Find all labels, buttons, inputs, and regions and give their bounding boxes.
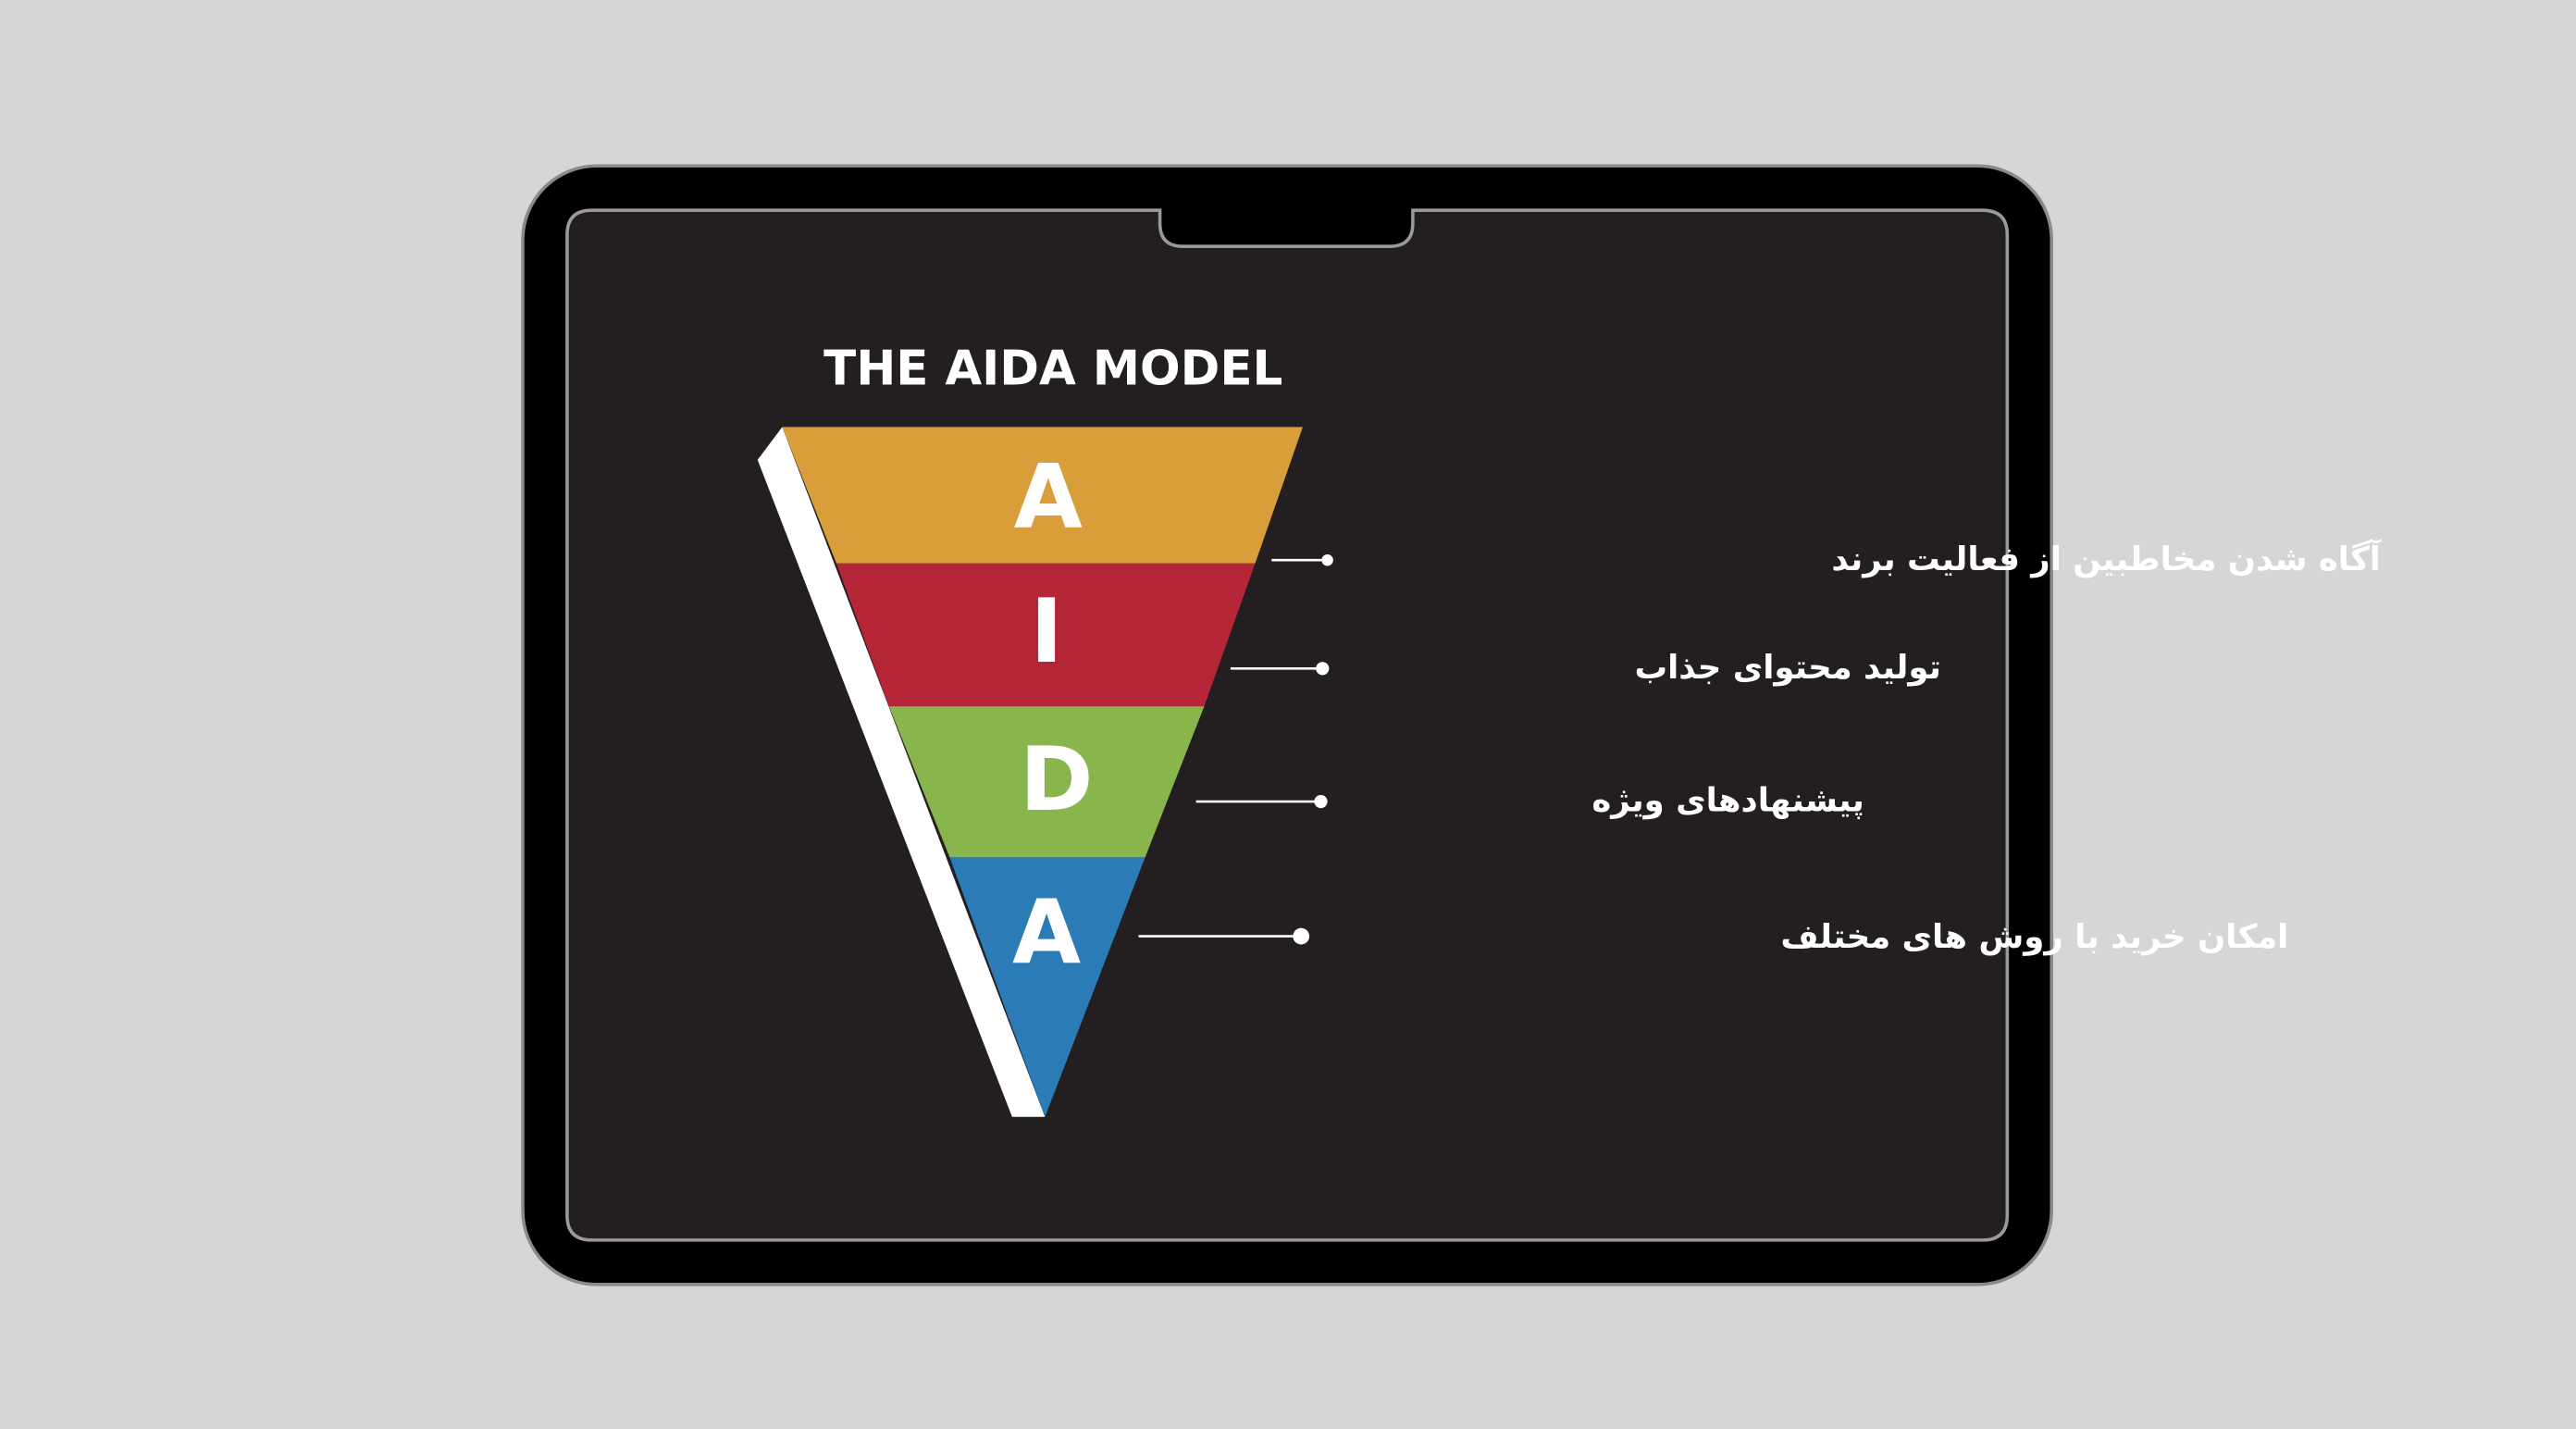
stage-label-desire: پیشنهادهای ویژه — [1591, 782, 1864, 820]
funnel-band-action — [949, 857, 1146, 1117]
funnel-shadow-strip — [757, 427, 1046, 1117]
tablet-screen — [565, 208, 2010, 1242]
diagram-title: THE AIDA MODEL — [824, 341, 1282, 396]
stage-label-attention: آگاه شدن مخاطبین از فعالیت برند — [1831, 539, 2381, 578]
connector-interest — [1230, 662, 1330, 676]
funnel-letter-action: A — [1012, 880, 1081, 984]
funnel-band-interest — [836, 563, 1256, 707]
connector-desire — [1195, 794, 1328, 809]
funnel-band-attention — [782, 427, 1303, 564]
stage-label-interest: تولید محتوای جذاب — [1634, 649, 1940, 687]
funnel-letter-desire: D — [1020, 727, 1094, 831]
funnel-letter-attention: A — [1014, 445, 1083, 549]
connector-attention — [1271, 553, 1333, 566]
stage-label-action: امکان خرید با روش های مختلف — [1780, 918, 2288, 956]
funnel-letter-interest: I — [1030, 579, 1063, 683]
funnel-band-desire — [888, 706, 1205, 858]
connector-action — [1138, 927, 1310, 945]
